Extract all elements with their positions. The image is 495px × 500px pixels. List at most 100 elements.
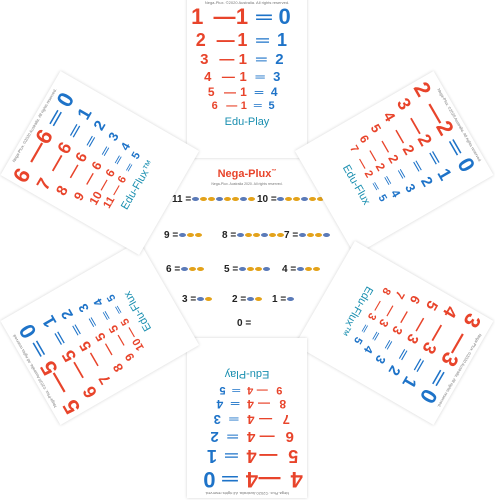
equals-sign: ═	[111, 303, 126, 317]
equation-row: 8—4═4	[191, 397, 303, 411]
subtrahend: 1	[235, 4, 249, 29]
equals-sign: ═	[222, 467, 238, 492]
equation-row: 5—4═1	[191, 446, 303, 466]
minuend: 2	[408, 77, 437, 101]
fish-icon	[244, 233, 252, 238]
subtraction-panel: Nega-Plux. ©2020 Australia. All rights r…	[187, 0, 307, 158]
minuend: 3	[200, 51, 209, 68]
fish-equation: 1 =	[272, 294, 294, 305]
result: 4	[270, 85, 278, 99]
fish-icon	[252, 233, 260, 238]
minus-sign: —	[257, 397, 270, 411]
minus-sign: —	[226, 100, 238, 112]
equals-sign: ═	[122, 161, 137, 175]
equation-row: 4—4═0	[191, 467, 303, 492]
result: 4	[90, 296, 107, 309]
fish-icon	[301, 197, 309, 202]
minuend: 6	[78, 382, 102, 402]
minuend: 5	[422, 297, 442, 314]
equals-sign: ═	[229, 412, 239, 427]
minuend: 9	[276, 384, 283, 396]
fish-icon	[204, 297, 212, 302]
fish-icon	[304, 267, 312, 272]
fish-icon	[236, 233, 244, 238]
hub-subtitle: Nega-Plux. Australia 2020. All rights re…	[211, 182, 283, 186]
equals-sign: ═	[256, 30, 269, 50]
minus-sign: —	[216, 30, 235, 50]
result: 2	[384, 362, 404, 379]
subtrahend: 4	[246, 446, 257, 466]
equation-row: 4—1═3	[191, 69, 303, 84]
minus-sign: —	[259, 428, 275, 445]
fish-equation-number: 5 =	[224, 264, 239, 275]
fish-icon	[298, 233, 306, 238]
equation-row: 6—4═2	[191, 428, 303, 445]
fish-icon	[262, 267, 270, 272]
equation-row: 7—4═3	[191, 412, 303, 427]
minuend: 3	[458, 309, 487, 333]
fish-icon	[246, 267, 254, 272]
fish-equation-number: 2 =	[232, 294, 247, 305]
result: 3	[402, 181, 419, 195]
fish-icon	[178, 233, 186, 238]
minuend: 7	[95, 371, 115, 388]
result: 5	[105, 292, 119, 304]
minuend: 5	[207, 85, 215, 99]
fish-icon	[246, 297, 254, 302]
fish-icon	[207, 197, 215, 202]
minuend: 5	[367, 121, 385, 136]
subtrahend: 2	[361, 168, 376, 180]
minus-sign: —	[259, 412, 273, 427]
minus-sign: —	[221, 69, 235, 84]
answer-label: 0 =	[237, 318, 252, 329]
fish-equation: 6 =	[166, 264, 204, 275]
minuend: 6	[406, 292, 424, 307]
result: 4	[360, 343, 377, 356]
fish-equation: 2 =	[232, 294, 262, 305]
minuend: 4	[290, 467, 303, 492]
fish-equation: 8 =	[222, 230, 284, 241]
subtrahend: 1	[240, 100, 247, 112]
minuend: 8	[279, 397, 287, 411]
fish-equation: 7 =	[284, 230, 330, 241]
fish-icon	[191, 197, 199, 202]
minus-sign: —	[258, 467, 281, 492]
fish-icon	[180, 267, 188, 272]
result: 5	[268, 100, 275, 112]
minuend: 2	[195, 30, 206, 50]
subtrahend: 3	[364, 310, 379, 322]
fish-equation-number: 3 =	[182, 294, 197, 305]
fish-equation-number: 9 =	[164, 230, 179, 241]
equals-sign: ═	[227, 428, 239, 445]
fish-equation-number: 4 =	[282, 264, 297, 275]
fish-icon	[276, 233, 284, 238]
result: 5	[375, 192, 389, 204]
fish-equation: 4 =	[282, 264, 320, 275]
minuend: 6	[211, 100, 218, 112]
result: 1	[38, 312, 61, 332]
fish-icon	[231, 197, 239, 202]
fish-icon	[215, 197, 223, 202]
fish-equation-number: 11 =	[172, 194, 192, 205]
equals-sign: ═	[368, 179, 383, 193]
subtrahend: 4	[245, 467, 259, 492]
equation-row: 3—1═2	[191, 51, 303, 68]
result: 0	[278, 4, 291, 29]
result: 1	[277, 30, 288, 50]
minuend: 5	[288, 446, 299, 466]
equals-sign: ═	[225, 446, 238, 466]
fish-equation: 9 =	[164, 230, 202, 241]
subtrahend: 1	[237, 30, 248, 50]
fish-icon	[268, 233, 276, 238]
result: 2	[417, 173, 436, 190]
fish-equation: 5 =	[224, 264, 270, 275]
fish-icon	[286, 297, 294, 302]
subtrahend: 4	[247, 412, 255, 427]
copyright-text: Nega-Plux. ©2020 Australia. All rights r…	[204, 0, 290, 5]
fish-icon	[314, 233, 322, 238]
subtrahend: 3	[376, 316, 392, 330]
fish-icon	[194, 233, 202, 238]
minus-sign: —	[224, 85, 237, 99]
result: 5	[219, 384, 226, 396]
